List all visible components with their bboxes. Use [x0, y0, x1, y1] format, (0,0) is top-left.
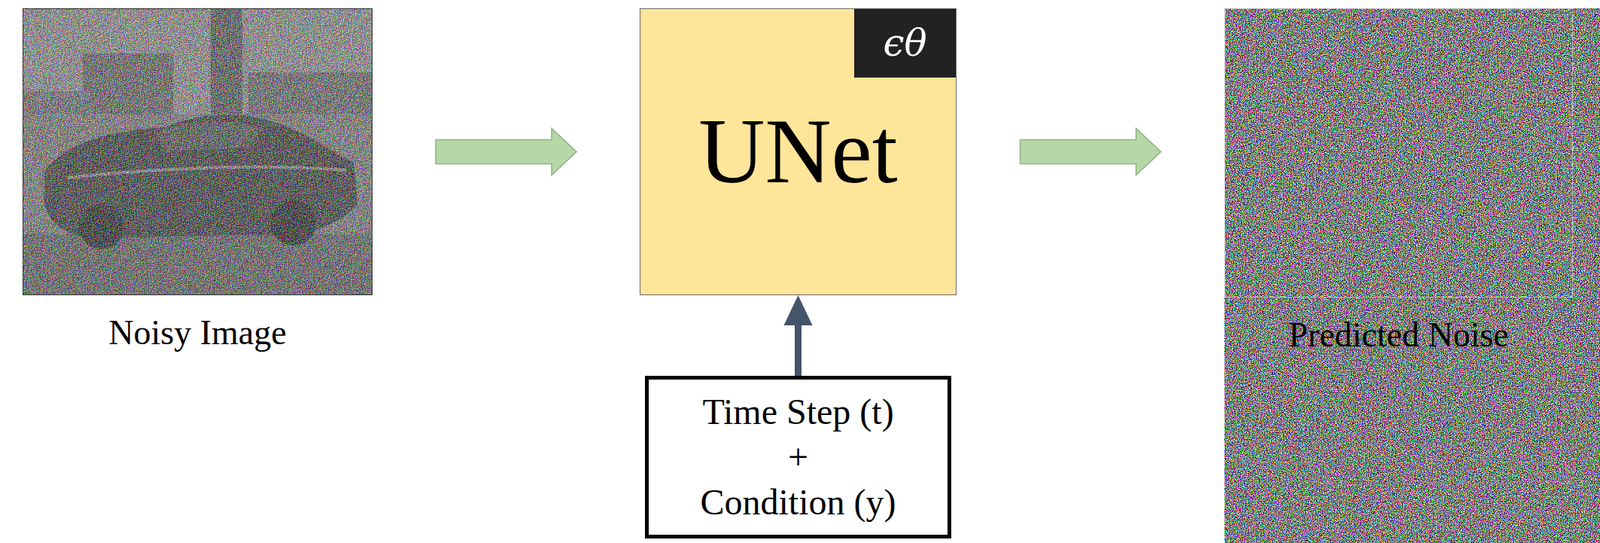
input-label: Condition (y): [700, 479, 897, 525]
model-box: UNet ϵθ: [639, 8, 957, 296]
input-image-frame: Noisy Image: [22, 8, 373, 296]
symbol-tag: ϵθ: [854, 9, 956, 78]
caption-label: Noisy Image: [0, 311, 395, 353]
input-box: Time Step (t)+Condition (y): [644, 375, 952, 539]
text-stack: Time Step (t)+Condition (y): [700, 389, 897, 525]
sky: [22, 8, 373, 296]
noisy-car-photo: [22, 8, 373, 296]
symbol-label: ϵθ: [882, 22, 927, 64]
caption-label: Predicted Noise: [1202, 313, 1595, 356]
input-label: +: [787, 434, 809, 480]
input-label: Time Step (t): [702, 389, 894, 435]
noise-overlay: [22, 8, 373, 296]
output-image-frame: Predicted Noise: [1224, 8, 1573, 298]
noise-field: [1224, 8, 1573, 298]
condition-arrow: [784, 295, 813, 376]
flow-arrow: [435, 128, 577, 176]
flow-arrow: [1020, 128, 1162, 176]
model-label: UNet: [698, 100, 898, 202]
noise-image: [1224, 8, 1573, 298]
